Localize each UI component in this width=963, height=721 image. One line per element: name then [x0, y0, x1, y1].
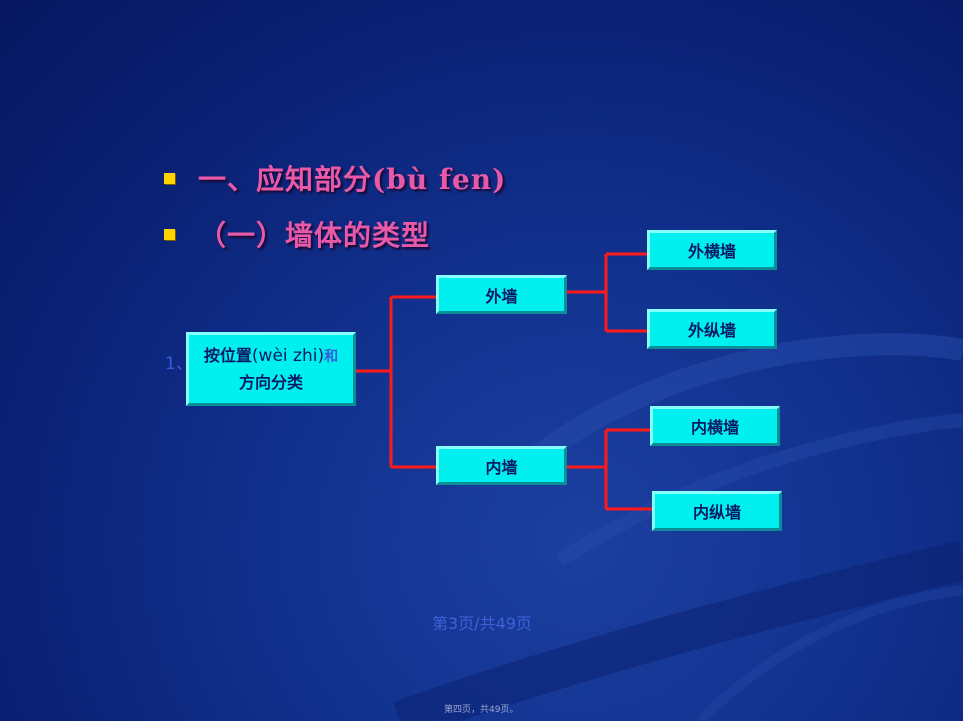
heading-bullet-1: 一、应知部分(bù fen): [198, 163, 507, 196]
page-footnote: 第四页，共49页。: [444, 705, 519, 715]
root-node-text-a: 按位置: [203, 345, 252, 365]
root-node-line2: 方向分类: [238, 372, 303, 392]
mid-node-outer-wall: 外墙: [436, 275, 567, 314]
leaf-node-inner-longitudinal-wall: 内纵墙: [652, 491, 782, 531]
root-node-line1: 按位置(wèi zhi)和: [204, 343, 338, 370]
page-counter: 第3页/共49页: [432, 614, 532, 633]
mid-node-inner-wall: 内墙: [436, 446, 567, 485]
root-node: 按位置(wèi zhi)和 方向分类: [186, 332, 356, 406]
bullet-square-icon: [164, 229, 175, 240]
bullet-square-icon: [164, 173, 175, 184]
root-node-text-tail: 和: [324, 348, 339, 365]
leaf-node-outer-horizontal-wall: 外横墙: [647, 230, 777, 270]
leaf-node-outer-longitudinal-wall: 外纵墙: [647, 309, 777, 349]
leaf-node-inner-horizontal-wall: 内横墙: [650, 406, 780, 446]
heading-bullet-2: （一）墙体的类型: [198, 219, 431, 252]
root-node-pinyin: (wèi zhi): [251, 345, 325, 366]
tree-number-prefix: 1、: [165, 354, 193, 374]
